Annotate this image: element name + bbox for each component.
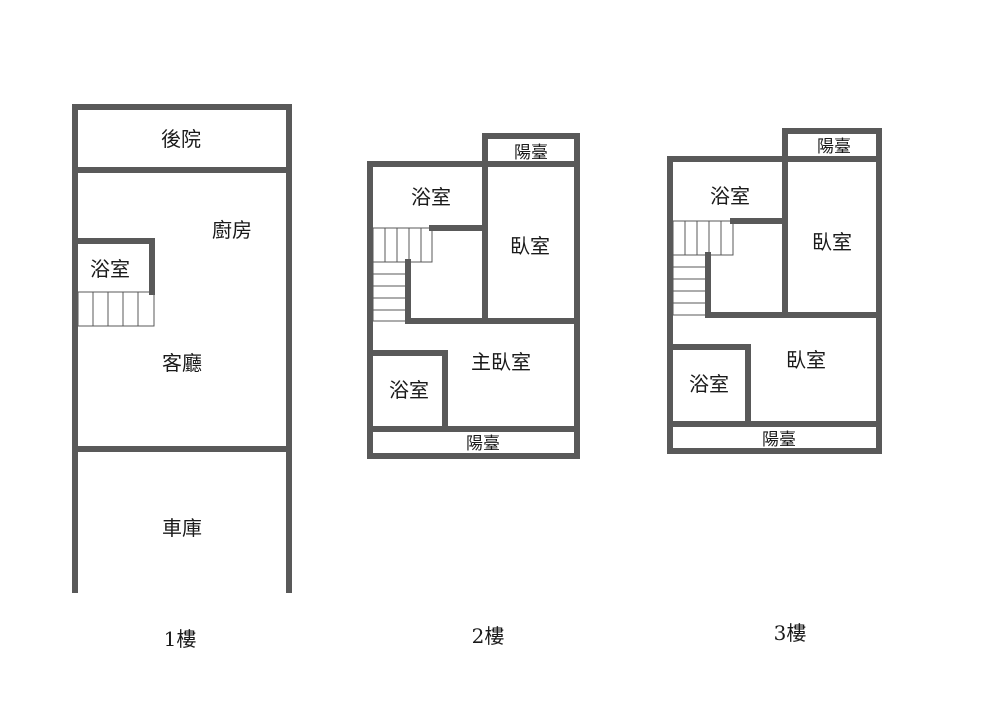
room-label-bathroom-top: 浴室 (710, 184, 750, 208)
room-label-bathroom-bottom: 浴室 (689, 372, 729, 396)
room-label-bathroom-top: 浴室 (411, 185, 451, 209)
floor-1-label: 1樓 (164, 627, 197, 651)
room-label-kitchen: 廚房 (212, 218, 252, 242)
floor-2-plan: 陽臺 浴室 臥室 主臥室 浴室 陽臺 2樓 (367, 133, 580, 648)
room-label-bedroom-top: 臥室 (812, 230, 852, 254)
room-label-garage: 車庫 (162, 516, 202, 540)
floor-2-label: 2樓 (472, 624, 505, 648)
room-label-bathroom-bottom: 浴室 (389, 378, 429, 402)
room-label-balcony-top: 陽臺 (514, 143, 548, 163)
floor-1-walls (72, 104, 292, 593)
room-label-backyard: 後院 (161, 127, 201, 151)
floor-2-walls (367, 133, 580, 459)
room-label-master-bedroom: 主臥室 (471, 350, 531, 374)
floor-3-walls (667, 128, 882, 454)
room-label-bathroom: 浴室 (90, 257, 130, 281)
room-label-bedroom-bottom: 臥室 (786, 348, 826, 372)
room-label-balcony-bottom: 陽臺 (466, 434, 500, 454)
floor-3-plan: 陽臺 浴室 臥室 臥室 浴室 陽臺 3樓 (667, 128, 882, 645)
floor-3-label: 3樓 (774, 621, 807, 645)
room-label-bedroom: 臥室 (510, 234, 550, 258)
floor-2-stairs (372, 227, 433, 322)
floor-3-stairs (672, 220, 734, 316)
room-label-living-room: 客廳 (162, 351, 202, 375)
room-label-balcony-top: 陽臺 (817, 137, 851, 157)
room-label-balcony-bottom: 陽臺 (762, 430, 796, 450)
floor-1-stairs (77, 291, 155, 327)
floor-1-plan: 後院 廚房 浴室 客廳 車庫 1樓 (72, 104, 292, 651)
